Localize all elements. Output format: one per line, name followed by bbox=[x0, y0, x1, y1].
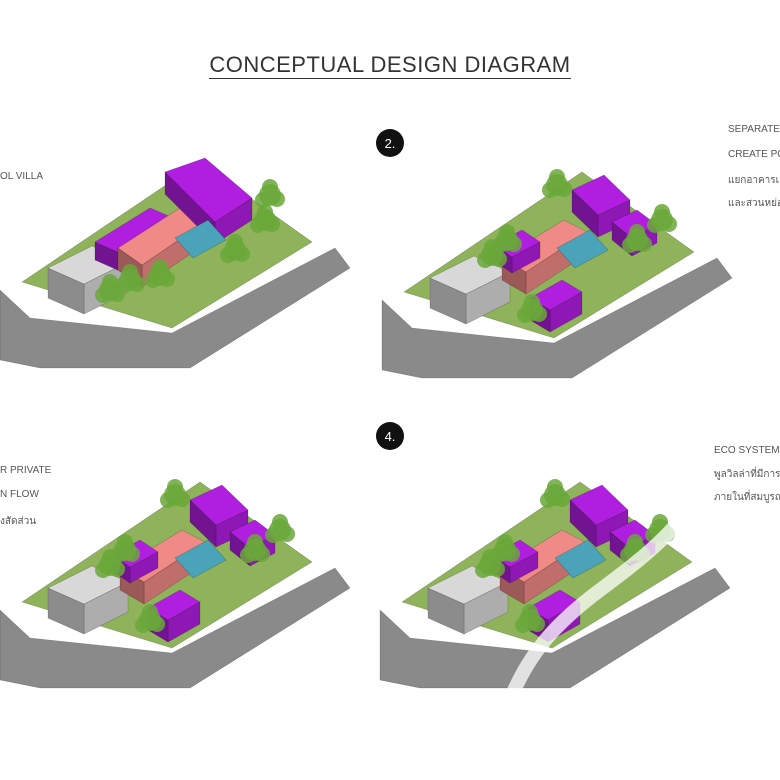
road bbox=[381, 257, 733, 379]
road bbox=[0, 247, 351, 369]
panel-2-caption-2: CREATE PO bbox=[728, 149, 780, 160]
tree bbox=[540, 479, 570, 508]
title-text: CONCEPTUAL DESIGN DIAGRAM bbox=[209, 52, 571, 79]
page-title: CONCEPTUAL DESIGN DIAGRAM bbox=[0, 52, 780, 79]
purple-building bbox=[529, 279, 583, 311]
purple-building-wall bbox=[569, 499, 597, 548]
tree bbox=[622, 224, 652, 253]
tree bbox=[475, 549, 505, 578]
tree bbox=[160, 479, 190, 508]
purple-building bbox=[189, 484, 249, 526]
tree bbox=[220, 234, 250, 263]
purple-building-wall bbox=[189, 499, 217, 548]
tree bbox=[240, 534, 270, 563]
pool bbox=[554, 539, 607, 579]
panel-4-caption-1: ECO SYSTEM bbox=[714, 445, 780, 456]
wind-flow-arrow bbox=[503, 486, 707, 703]
step-4-badge: 4. bbox=[376, 422, 404, 450]
panel-1-caption: OL VILLA bbox=[0, 171, 43, 182]
tree bbox=[490, 534, 520, 563]
pool bbox=[174, 539, 227, 579]
panel-4-caption-2: พูลวิลล่าที่มีการ bbox=[714, 469, 780, 480]
purple-building bbox=[147, 589, 201, 621]
tree bbox=[515, 604, 545, 633]
purple-building bbox=[571, 174, 631, 216]
panel-3-caption-2: N FLOW bbox=[0, 489, 39, 500]
purple-building-wall bbox=[571, 189, 599, 238]
tree bbox=[95, 274, 125, 303]
garage-wall bbox=[427, 587, 465, 635]
purple-building bbox=[164, 157, 253, 223]
tree bbox=[95, 549, 125, 578]
road bbox=[0, 567, 351, 689]
pool bbox=[556, 229, 609, 269]
tree bbox=[477, 239, 507, 268]
tree bbox=[542, 169, 572, 198]
step-2-badge: 2. bbox=[376, 129, 404, 157]
purple-building bbox=[569, 484, 629, 526]
tree bbox=[135, 604, 165, 633]
tree bbox=[517, 294, 547, 323]
panel-2-caption-4: และสวนหย่อ bbox=[728, 198, 780, 209]
tree bbox=[250, 204, 280, 233]
panel-2-caption-3: แยกอาคารเ bbox=[728, 175, 780, 186]
panel-4-caption-3: ภายในที่สมบูรณ bbox=[714, 492, 780, 503]
garage-wall bbox=[47, 587, 85, 635]
pool bbox=[174, 219, 227, 259]
tree bbox=[647, 204, 677, 233]
panel-3-caption-3: งสัดส่วน bbox=[0, 516, 37, 527]
road bbox=[379, 567, 731, 689]
tree bbox=[145, 259, 175, 288]
tree bbox=[255, 179, 285, 208]
tree bbox=[265, 514, 295, 543]
panel-2-caption-1: SEPARATE bbox=[728, 124, 780, 135]
panel-3-caption-1: R PRIVATE bbox=[0, 465, 52, 476]
